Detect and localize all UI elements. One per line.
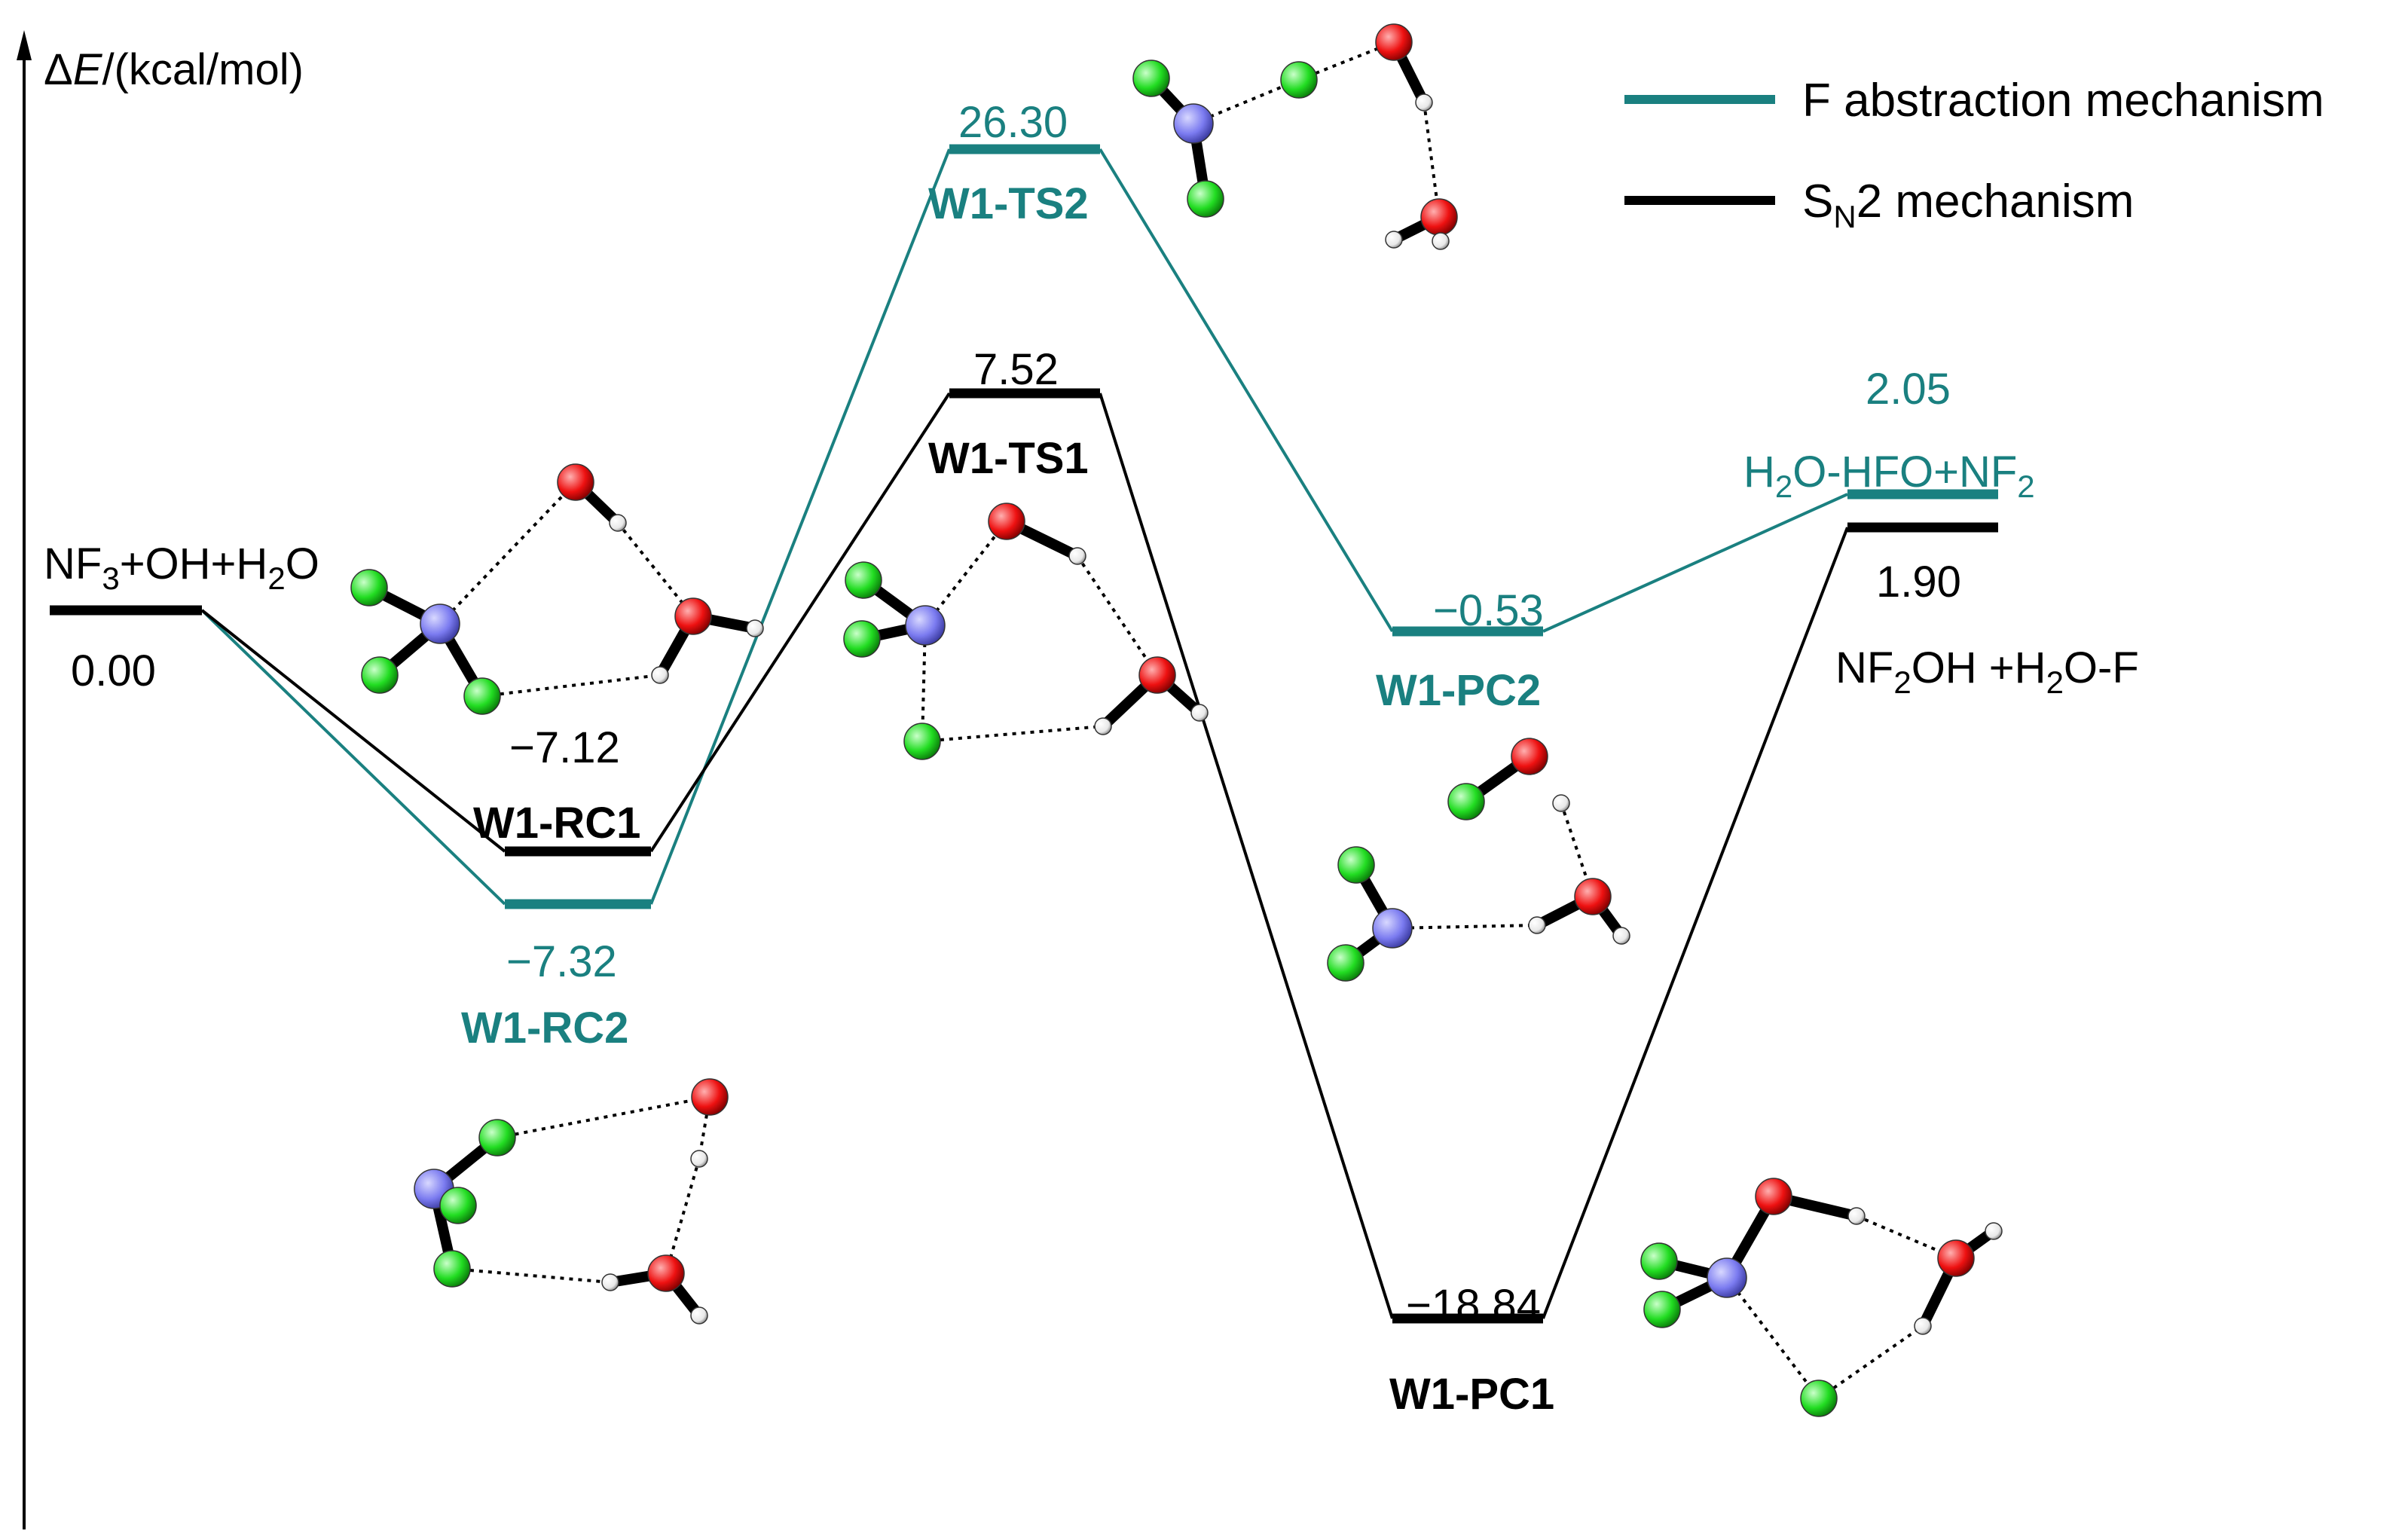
p1-energy: 1.90	[1876, 558, 1961, 607]
rc2-name: W1-RC2	[461, 1004, 628, 1053]
p2-f1-sub: 2	[1775, 469, 1792, 504]
y-axis-label-e: E	[73, 45, 103, 94]
reactant-formula: NF3+OH+H2O	[44, 539, 319, 596]
connector-0-2	[1099, 148, 1394, 633]
pc2-energy: −0.53	[1433, 586, 1544, 635]
ts2-energy: 26.30	[958, 98, 1068, 147]
legend-f-abstraction-label: F abstraction mechanism	[1802, 75, 2324, 127]
molecular-structures	[350, 23, 2003, 1417]
y-axis-label-unit: /(kcal/mol)	[102, 45, 303, 94]
p2-energy: 2.05	[1866, 365, 1951, 414]
p2-f1: H	[1743, 448, 1775, 497]
legend-sn2-rest: 2 mechanism	[1857, 176, 2135, 228]
p2-f2-sub: 2	[2017, 469, 2034, 504]
y-axis-label: ΔE/(kcal/mol)	[44, 45, 304, 94]
p1-f2-sub: 2	[2046, 665, 2064, 700]
energy-levels	[50, 144, 1998, 1324]
ts1-energy: 7.52	[973, 345, 1059, 394]
legend-sn2-label: SN2 mechanism	[1802, 176, 2134, 234]
ts1-molecule	[843, 503, 1209, 760]
connector-1-2	[1099, 393, 1394, 1319]
pc1-name: W1-PC1	[1389, 1370, 1554, 1419]
p1-f3: O-F	[2064, 643, 2139, 692]
ts1-name: W1-TS1	[928, 434, 1089, 483]
p1-f1-sub: 2	[1893, 665, 1911, 700]
connector-1-3	[1542, 527, 1849, 1319]
p2-f2: O-HFO+NF	[1792, 448, 2017, 497]
connector-lines	[200, 148, 1849, 1319]
connector-0-0	[200, 609, 506, 906]
reactant-f1: NF	[44, 539, 102, 588]
reactant-f1-sub: 3	[102, 561, 119, 596]
pc1-energy: −18.84	[1406, 1281, 1541, 1330]
ts2-molecule	[1132, 23, 1458, 250]
reactant-energy: 0.00	[71, 646, 156, 695]
p1-f1: NF	[1835, 643, 1893, 692]
reactant-f3: O	[286, 539, 319, 588]
y-axis-label-delta: Δ	[44, 45, 73, 94]
connector-1-0	[200, 609, 506, 853]
p1-f2: OH +H	[1912, 643, 2046, 692]
pc2-molecule	[1327, 738, 1630, 982]
legend: F abstraction mechanism SN2 mechanism	[1624, 75, 2324, 234]
pc1-molecule	[1640, 1178, 2003, 1417]
p2-formula: H2O-HFO+NF2	[1743, 448, 2035, 504]
reactant-f2: +OH+H	[120, 539, 268, 588]
rc1-name: W1-RC1	[473, 799, 640, 848]
y-axis	[17, 30, 32, 1529]
connector-0-3	[1542, 493, 1848, 633]
legend-sn2-sub: N	[1833, 199, 1856, 234]
legend-sn2-s: S	[1802, 176, 1833, 228]
rc2-molecule	[414, 1078, 729, 1325]
reactant-f2-sub: 2	[267, 561, 285, 596]
rc1-energy: −7.12	[509, 723, 620, 772]
connector-0-1	[649, 148, 951, 905]
rc2-energy: −7.32	[506, 937, 617, 986]
p1-formula: NF2OH +H2O-F	[1835, 643, 2139, 700]
rc1-molecule	[350, 463, 764, 715]
pc2-name: W1-PC2	[1376, 666, 1541, 715]
ts2-name: W1-TS2	[928, 179, 1089, 228]
connector-1-1	[649, 392, 951, 853]
